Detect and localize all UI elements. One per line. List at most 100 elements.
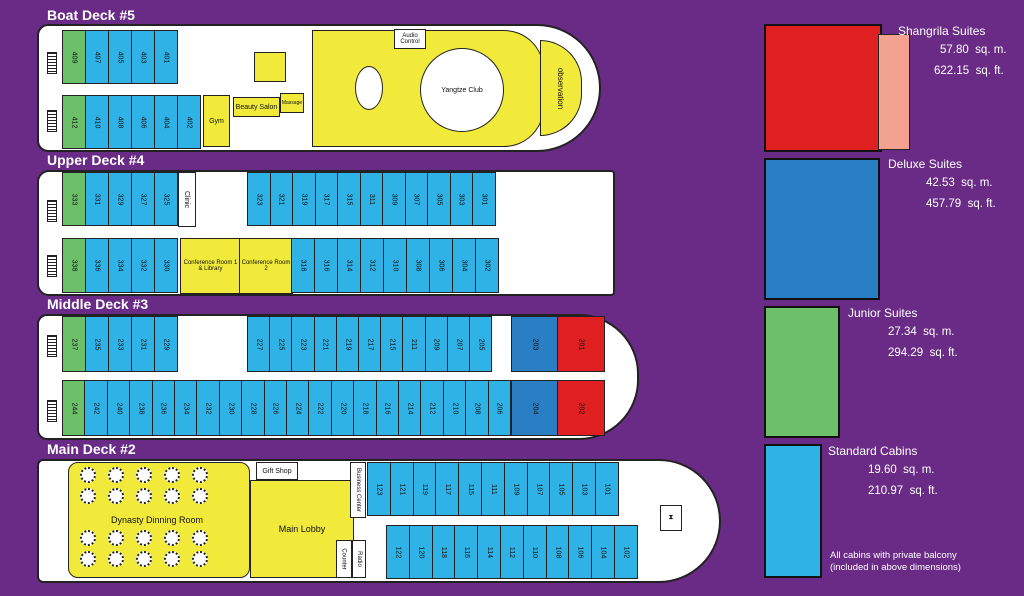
- yangtze-club[interactable]: Yangtze Club: [420, 48, 504, 132]
- cabin-206[interactable]: 206: [487, 380, 511, 436]
- cabin-325[interactable]: 325: [154, 172, 178, 226]
- cabin-122[interactable]: 122: [386, 525, 410, 579]
- beauty-salon[interactable]: Beauty Salon: [233, 97, 280, 117]
- cabin-409[interactable]: 409: [62, 30, 86, 84]
- cabin-232[interactable]: 232: [196, 380, 220, 436]
- cabin-323[interactable]: 323: [247, 172, 271, 226]
- cabin-408[interactable]: 408: [108, 95, 132, 149]
- cabin-119[interactable]: 119: [412, 462, 437, 516]
- cabin-331[interactable]: 331: [85, 172, 109, 226]
- cabin-233[interactable]: 233: [108, 316, 132, 372]
- main-lobby[interactable]: Main Lobby: [250, 480, 354, 578]
- cabin-223[interactable]: 223: [291, 316, 315, 372]
- cabin-114[interactable]: 114: [477, 525, 501, 579]
- cabin-226[interactable]: 226: [263, 380, 287, 436]
- cabin-321[interactable]: 321: [269, 172, 293, 226]
- cabin-105[interactable]: 105: [549, 462, 574, 516]
- cabin-102[interactable]: 102: [614, 525, 638, 579]
- cabin-deluxe[interactable]: 204: [511, 380, 558, 436]
- cabin-117[interactable]: 117: [435, 462, 460, 516]
- cabin-327[interactable]: 327: [131, 172, 155, 226]
- cabin-118[interactable]: 118: [431, 525, 456, 579]
- cabin-231[interactable]: 231: [131, 316, 155, 372]
- cabin-205[interactable]: 205: [469, 316, 493, 372]
- cabin-227[interactable]: 227: [247, 316, 271, 372]
- cabin-402[interactable]: 402: [177, 95, 201, 149]
- cabin-412[interactable]: 412: [62, 95, 86, 149]
- cabin-220[interactable]: 220: [330, 380, 355, 436]
- cabin-404[interactable]: 404: [154, 95, 178, 149]
- cabin-237[interactable]: 237: [62, 316, 86, 372]
- cabin-108[interactable]: 108: [545, 525, 570, 579]
- cabin-242[interactable]: 242: [84, 380, 108, 436]
- cabin-410[interactable]: 410: [85, 95, 109, 149]
- cabin-104[interactable]: 104: [591, 525, 615, 579]
- cabin-405[interactable]: 405: [108, 30, 132, 84]
- cabin-221[interactable]: 221: [313, 316, 337, 372]
- cabin-307[interactable]: 307: [404, 172, 428, 226]
- cabin-106[interactable]: 106: [568, 525, 593, 579]
- cabin-209[interactable]: 209: [424, 316, 448, 372]
- cabin-207[interactable]: 207: [446, 316, 470, 372]
- cabin-211[interactable]: 211: [402, 316, 426, 372]
- cabin-301[interactable]: 301: [472, 172, 496, 226]
- cabin-305[interactable]: 305: [427, 172, 451, 226]
- cabin-333[interactable]: 333: [62, 172, 86, 226]
- cabin-309[interactable]: 309: [382, 172, 406, 226]
- cabin-103[interactable]: 103: [572, 462, 596, 516]
- radio-room[interactable]: Radio: [352, 540, 366, 578]
- cabin-121[interactable]: 121: [389, 462, 414, 516]
- cabin-329[interactable]: 329: [108, 172, 132, 226]
- cabin-212[interactable]: 212: [420, 380, 444, 436]
- cabin-311[interactable]: 311: [359, 172, 383, 226]
- cabin-215[interactable]: 215: [380, 316, 404, 372]
- cabin-224[interactable]: 224: [286, 380, 310, 436]
- cabin-229[interactable]: 229: [154, 316, 178, 372]
- cabin-403[interactable]: 403: [131, 30, 155, 84]
- gift-shop[interactable]: Gift Shop: [256, 462, 298, 480]
- cabin-210[interactable]: 210: [442, 380, 467, 436]
- cabin-111[interactable]: 111: [481, 462, 505, 516]
- cabin-401[interactable]: 401: [154, 30, 178, 84]
- cabin-107[interactable]: 107: [526, 462, 551, 516]
- cabin-308[interactable]: 308: [406, 238, 430, 293]
- cabin-317[interactable]: 317: [314, 172, 338, 226]
- cabin-238[interactable]: 238: [129, 380, 153, 436]
- cabin-330[interactable]: 330: [154, 238, 178, 293]
- cabin-310[interactable]: 310: [383, 238, 407, 293]
- massage-room[interactable]: Massage: [280, 93, 304, 113]
- conference-room-2[interactable]: Conference Room 2: [239, 238, 293, 294]
- cabin-407[interactable]: 407: [85, 30, 109, 84]
- cabin-109[interactable]: 109: [503, 462, 528, 516]
- cabin-236[interactable]: 236: [151, 380, 175, 436]
- business-center[interactable]: Business Center: [350, 462, 366, 518]
- cabin-shangrila[interactable]: 202: [557, 380, 605, 436]
- gym[interactable]: Gym: [203, 95, 230, 147]
- cabin-deluxe[interactable]: 203: [511, 316, 558, 372]
- dynasty-dining-room[interactable]: Dynasty Dinning Room: [110, 515, 204, 525]
- cabin-218[interactable]: 218: [353, 380, 377, 436]
- cabin-230[interactable]: 230: [218, 380, 243, 436]
- conference-room-1[interactable]: Conference Room 1 & Library: [180, 238, 241, 294]
- cabin-120[interactable]: 120: [408, 525, 433, 579]
- cabin-217[interactable]: 217: [358, 316, 382, 372]
- cabin-101[interactable]: 101: [595, 462, 619, 516]
- cabin-314[interactable]: 314: [337, 238, 361, 293]
- cabin-318[interactable]: 318: [291, 238, 315, 293]
- cabin-312[interactable]: 312: [360, 238, 384, 293]
- cabin-336[interactable]: 336: [85, 238, 109, 293]
- audio-control[interactable]: Audio Control: [394, 29, 426, 49]
- cabin-319[interactable]: 319: [292, 172, 316, 226]
- cabin-303[interactable]: 303: [449, 172, 473, 226]
- cabin-315[interactable]: 315: [337, 172, 361, 226]
- cabin-116[interactable]: 116: [454, 525, 479, 579]
- cabin-244[interactable]: 244: [62, 380, 86, 436]
- clinic[interactable]: Clinic: [178, 172, 196, 227]
- cabin-110[interactable]: 110: [522, 525, 547, 579]
- cabin-306[interactable]: 306: [429, 238, 453, 293]
- cabin-234[interactable]: 234: [174, 380, 198, 436]
- counter[interactable]: Counter: [336, 540, 352, 578]
- cabin-228[interactable]: 228: [241, 380, 265, 436]
- cabin-406[interactable]: 406: [131, 95, 155, 149]
- cabin-240[interactable]: 240: [106, 380, 131, 436]
